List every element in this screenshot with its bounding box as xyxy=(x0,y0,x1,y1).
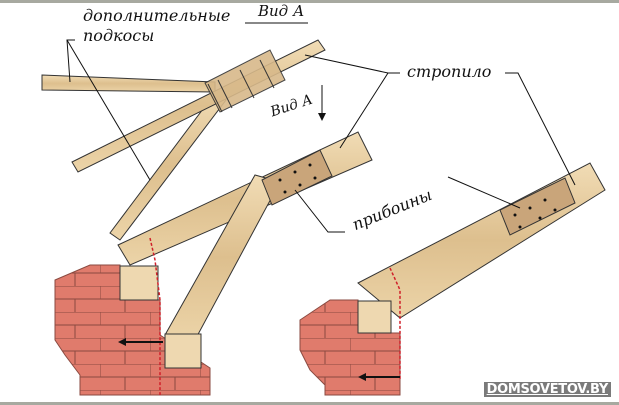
plates-right xyxy=(499,177,576,236)
top-assembly xyxy=(41,39,326,241)
watermark: DOMSOVETOV.BY xyxy=(483,382,611,397)
wall-plate-right xyxy=(357,300,392,334)
label-view-a-title: Вид А xyxy=(258,2,305,20)
label-extra-braces: дополнительные xyxy=(83,6,231,25)
wall-plate-left xyxy=(119,265,159,301)
left-assembly xyxy=(54,131,373,396)
bottom-border xyxy=(0,402,619,405)
brick-wall-right xyxy=(299,299,401,396)
view-arrow-icon xyxy=(318,113,326,121)
right-assembly xyxy=(299,162,606,396)
top-border xyxy=(0,0,619,3)
plates-left xyxy=(261,149,333,206)
label-extra-braces-2: подкосы xyxy=(83,26,155,45)
leader-lines xyxy=(66,22,576,233)
wall-plate-left-2 xyxy=(164,333,202,369)
label-rafter: стропило xyxy=(407,62,492,81)
